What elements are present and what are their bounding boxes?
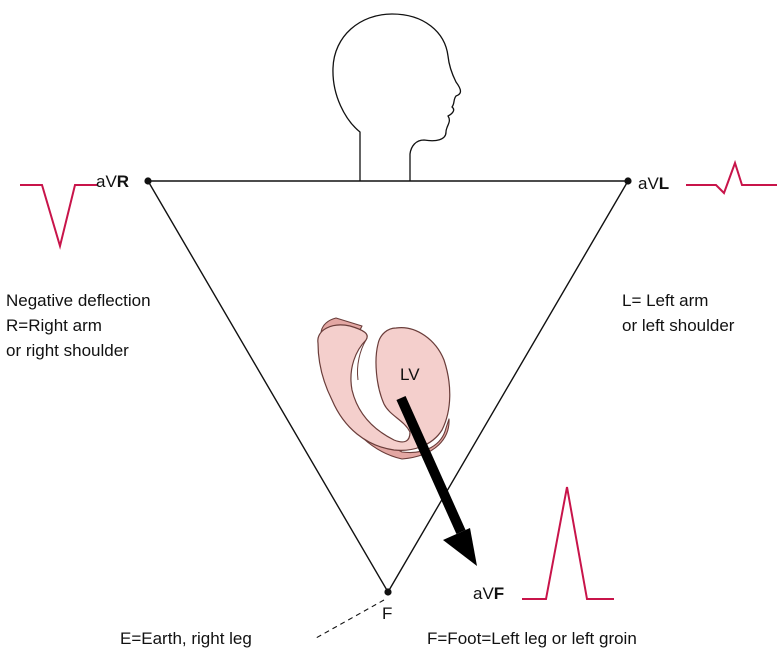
avf-label: aVF [473, 583, 504, 604]
left-note-line-1: L= Left arm [622, 290, 708, 311]
right-note-line-3: or right shoulder [6, 340, 129, 361]
avr-label: aVR [96, 171, 129, 192]
earth-dashed-line [316, 600, 384, 638]
left-note-line-2: or left shoulder [622, 315, 734, 336]
avl-label: aVL [638, 173, 669, 194]
head-silhouette [333, 14, 461, 181]
avr-label-prefix: aV [96, 172, 117, 191]
avl-waveform [686, 163, 777, 193]
heart-lv [318, 325, 450, 450]
avl-label-prefix: aV [638, 174, 659, 193]
avr-point [144, 177, 151, 184]
axis-arrow-head [443, 528, 477, 566]
right-note-line-2: R=Right arm [6, 315, 102, 336]
foot-note: F=Foot=Left leg or left groin [427, 628, 637, 649]
earth-note: E=Earth, right leg [120, 628, 252, 649]
avf-waveform [522, 487, 614, 599]
heart-lv-label: LV [400, 364, 420, 385]
avl-point [624, 177, 631, 184]
avl-label-suffix: L [659, 174, 669, 193]
avr-label-suffix: R [117, 172, 129, 191]
avf-label-suffix: F [494, 584, 504, 603]
avr-waveform [20, 185, 97, 246]
right-note-line-1: Negative deflection [6, 290, 151, 311]
f-point [384, 588, 391, 595]
f-point-label: F [382, 603, 392, 624]
avf-label-prefix: aV [473, 584, 494, 603]
